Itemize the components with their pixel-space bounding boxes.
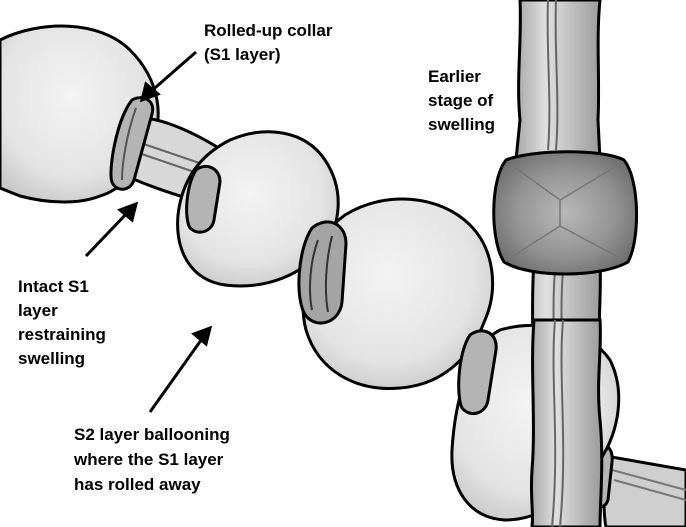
label-earlier-stage: Earlier stage of swelling [428, 67, 498, 134]
arrowhead [194, 328, 210, 344]
collar-2 [187, 166, 220, 232]
vertical-fiber-front [531, 320, 601, 527]
label-rolled-up-collar: Rolled-up collar (S1 layer) [204, 21, 337, 64]
arrow-s2-ballooning [150, 336, 204, 412]
arrow-intact-s1 [86, 210, 130, 256]
label-intact-s1: Intact S1 layer restraining swelling [18, 277, 111, 368]
label-s2-ballooning: S2 layer ballooning where the S1 layer h… [73, 425, 235, 494]
lower-fiber-segment [594, 444, 686, 527]
collar-3 [299, 222, 346, 323]
arrow-rolled-up-collar [148, 52, 196, 94]
